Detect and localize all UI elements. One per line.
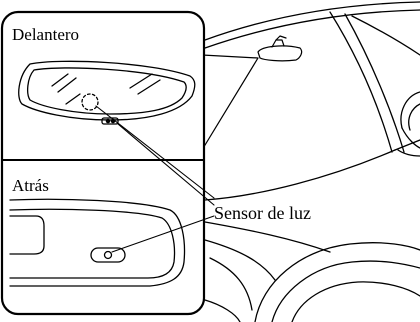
- front-rearview-mirror: [18, 60, 196, 125]
- mirror-on-windshield: [257, 35, 303, 62]
- sensor-leader-lines: [95, 105, 215, 253]
- rear-mirror-back: [9, 198, 186, 287]
- car-outline: [204, 1, 420, 322]
- callout-frame: [0, 10, 259, 316]
- front-label: Delantero: [12, 25, 80, 44]
- rear-label: Atrás: [12, 176, 49, 195]
- side-mirror: [397, 91, 420, 157]
- light-sensor-label: Sensor de luz: [214, 203, 311, 223]
